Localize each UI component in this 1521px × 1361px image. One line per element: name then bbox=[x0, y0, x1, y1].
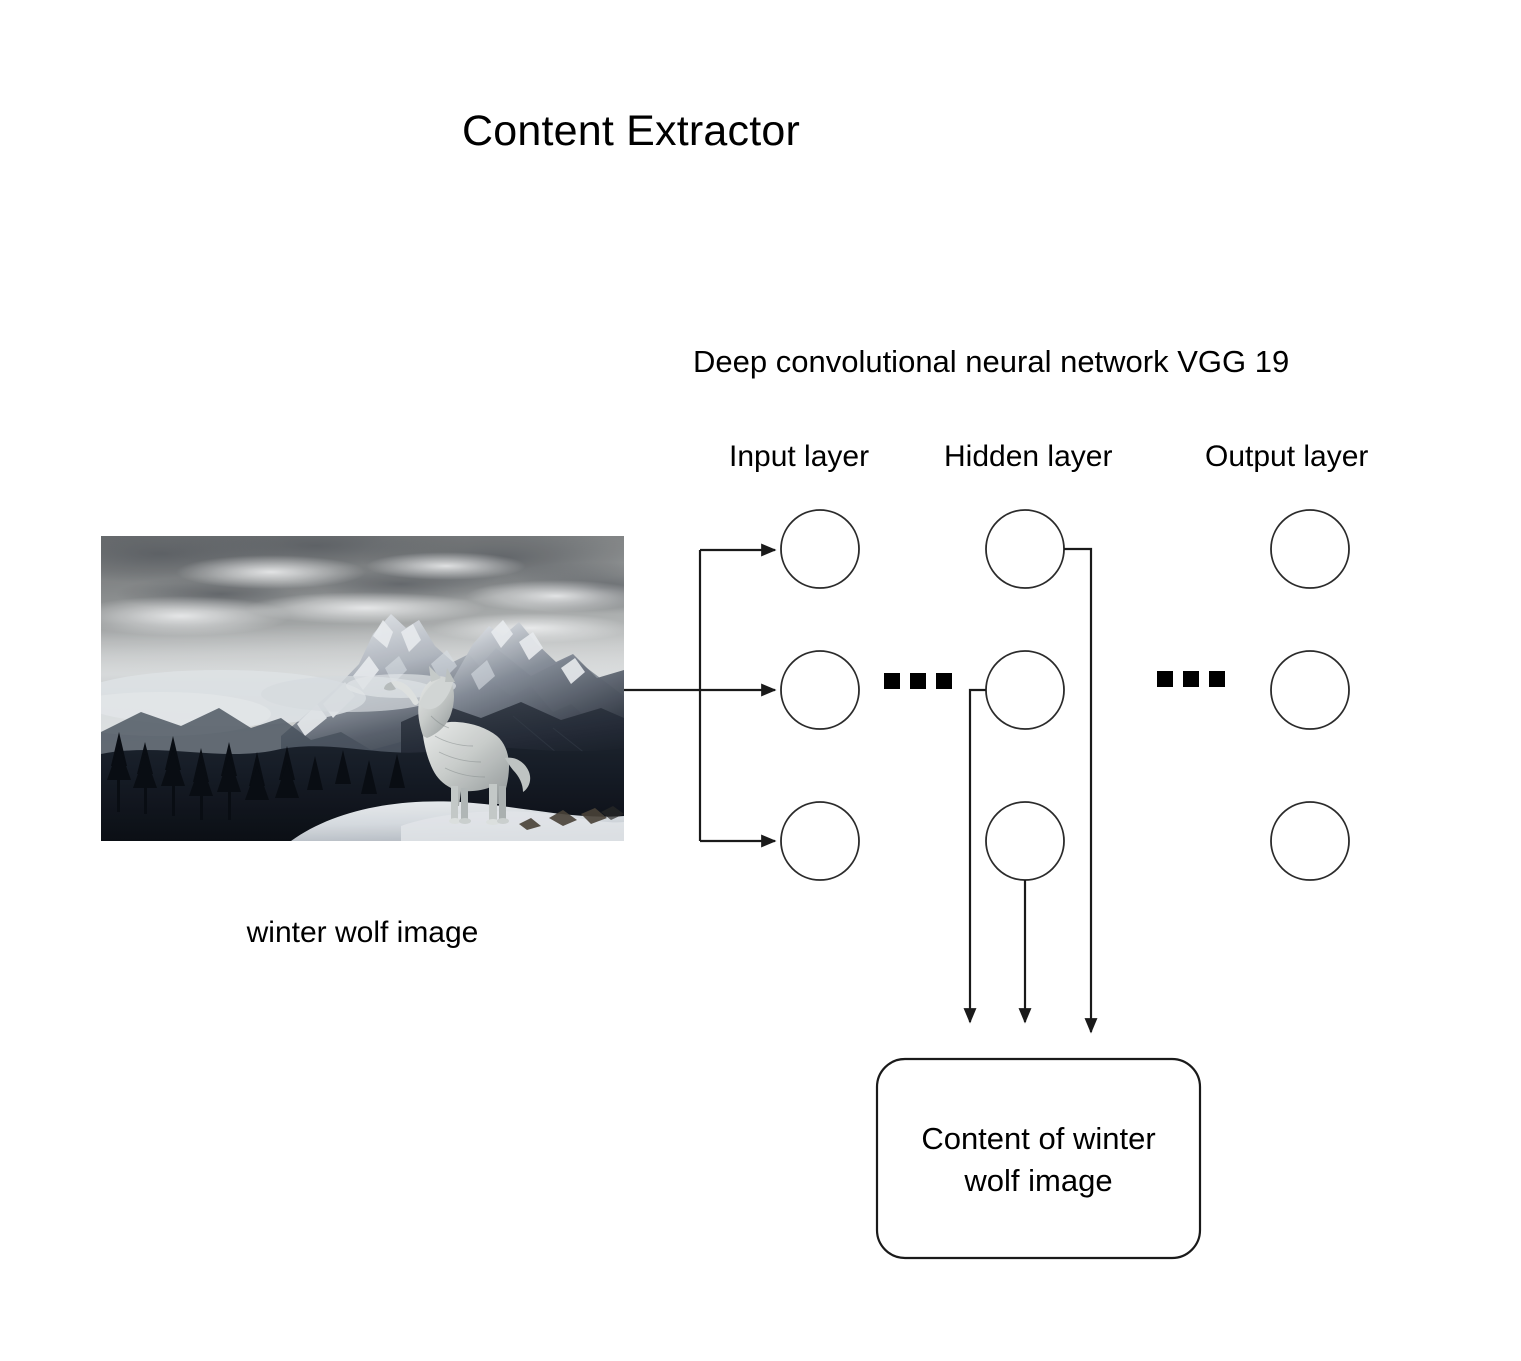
input-node-3 bbox=[780, 801, 860, 881]
winter-wolf-photo-graphic bbox=[101, 536, 624, 841]
network-heading: Deep convolutional neural network VGG 19 bbox=[693, 344, 1290, 379]
hidden-node-1 bbox=[985, 509, 1065, 589]
ellipsis-hidden-output bbox=[1157, 671, 1225, 687]
source-image-winter-wolf bbox=[101, 536, 624, 841]
output-node-3 bbox=[1270, 801, 1350, 881]
output-box-line-1: Content of winter bbox=[921, 1121, 1156, 1156]
layer-label-output: Output layer bbox=[1205, 440, 1369, 473]
output-box-label: Content of winter wolf image bbox=[877, 1118, 1200, 1202]
layer-label-input: Input layer bbox=[729, 440, 870, 473]
hidden-layer-nodes bbox=[985, 509, 1065, 881]
feature-extraction-wires bbox=[963, 547, 1098, 1034]
wolf-figure bbox=[384, 666, 531, 825]
input-node-2 bbox=[780, 650, 860, 730]
page-title: Content Extractor bbox=[462, 107, 800, 155]
output-layer-nodes bbox=[1270, 509, 1350, 881]
layer-label-hidden: Hidden layer bbox=[944, 440, 1113, 473]
output-node-2 bbox=[1270, 650, 1350, 730]
input-fanout-wires bbox=[624, 543, 777, 848]
ellipsis-input-hidden bbox=[884, 673, 952, 689]
output-box-line-2: wolf image bbox=[964, 1163, 1113, 1198]
source-image-caption: winter wolf image bbox=[246, 916, 479, 949]
hidden-node-2 bbox=[985, 650, 1065, 730]
output-node-1 bbox=[1270, 509, 1350, 589]
input-layer-nodes bbox=[780, 509, 860, 881]
hidden-node-3 bbox=[985, 801, 1065, 881]
input-node-1 bbox=[780, 509, 860, 589]
